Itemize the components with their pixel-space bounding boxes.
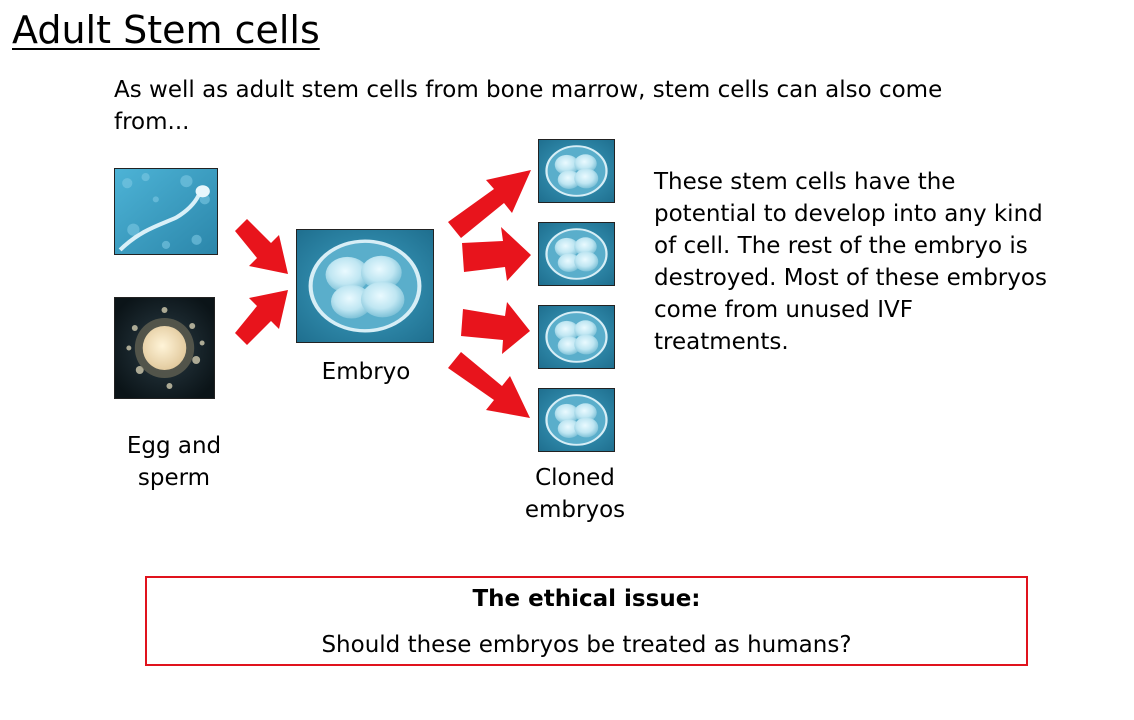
egg-sperm-label-line2: sperm (137, 465, 211, 491)
cloned-embryo-image (538, 305, 615, 369)
egg-sperm-label-line1: Egg and (126, 433, 222, 459)
description-text: These stem cells have the potential to d… (654, 169, 1047, 355)
embryo-label: Embryo (321, 359, 411, 385)
egg-image (114, 297, 215, 399)
cloned-embryo-image (538, 388, 615, 452)
arrow-icon (448, 170, 531, 238)
arrow-icon (462, 227, 531, 281)
page-title: Adult Stem cells (12, 8, 320, 52)
arrow-icon (235, 219, 288, 274)
cloned-label-line2: embryos (524, 497, 626, 523)
cloned-label-line1: Cloned (535, 465, 615, 491)
arrow-icon (235, 290, 288, 345)
ethics-heading: The ethical issue: (472, 586, 701, 612)
intro-text: As well as adult stem cells from bone ma… (114, 77, 943, 135)
sperm-image (114, 168, 218, 255)
ethical-issue-box: The ethical issue: Should these embryos … (145, 576, 1028, 666)
embryo-image (296, 229, 434, 343)
ethics-question: Should these embryos be treated as human… (321, 632, 852, 658)
egg-sperm-label: Egg and sperm (110, 430, 238, 494)
arrow-icon (461, 302, 530, 354)
cloned-embryo-image (538, 139, 615, 203)
arrow-icon (448, 352, 530, 418)
cloned-embryo-image (538, 222, 615, 286)
cloned-embryos-label: Cloned embryos (500, 462, 650, 526)
